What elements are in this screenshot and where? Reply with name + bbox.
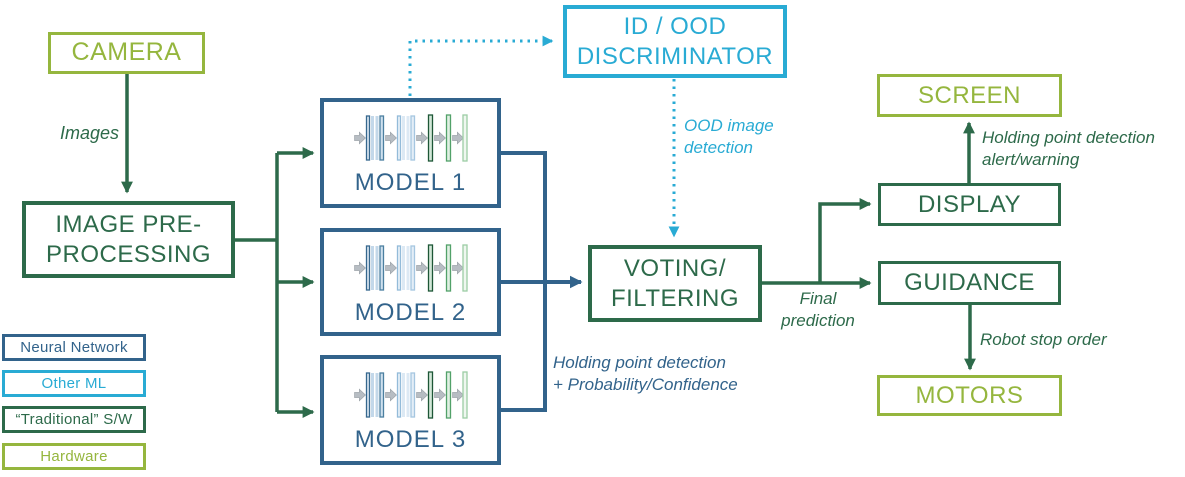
ood-image-detection-label: OOD image detection (684, 116, 774, 157)
legend-item-other-ml: Other ML (2, 370, 146, 397)
holding-point-confidence-label: Holding point detection + Probability/Co… (553, 353, 738, 394)
legend-item-hardware: Hardware (2, 443, 146, 470)
robot-stop-order-label: Robot stop order (980, 330, 1107, 349)
camera-node: CAMERA (48, 32, 205, 74)
model-1-label: MODEL 1 (354, 169, 467, 196)
model-3-label: MODEL 3 (354, 426, 467, 453)
model-1-node: MODEL 1 (320, 98, 501, 208)
image-preprocessing-node: IMAGE PRE- PROCESSING (22, 201, 235, 278)
id-ood-discriminator-node: ID / OOD DISCRIMINATOR (563, 5, 787, 78)
legend-item-neural-network: Neural Network (2, 334, 146, 361)
guidance-node: GUIDANCE (878, 261, 1061, 305)
screen-node: SCREEN (877, 74, 1062, 117)
neural-network-icon (351, 113, 471, 163)
neural-network-icon (351, 243, 471, 293)
model-2-label: MODEL 2 (354, 299, 467, 326)
voting-filtering-node: VOTING/ FILTERING (588, 245, 762, 322)
final-prediction-label: Final prediction (781, 289, 855, 330)
alert-warning-label: Holding point detection alert/warning (982, 128, 1155, 169)
model-2-node: MODEL 2 (320, 228, 501, 336)
model-3-node: MODEL 3 (320, 355, 501, 465)
images-edge-label: Images (60, 123, 120, 143)
motors-node: MOTORS (877, 375, 1062, 416)
legend-item-traditional-sw: “Traditional” S/W (2, 406, 146, 433)
neural-network-icon (351, 370, 471, 420)
display-node: DISPLAY (878, 183, 1061, 226)
